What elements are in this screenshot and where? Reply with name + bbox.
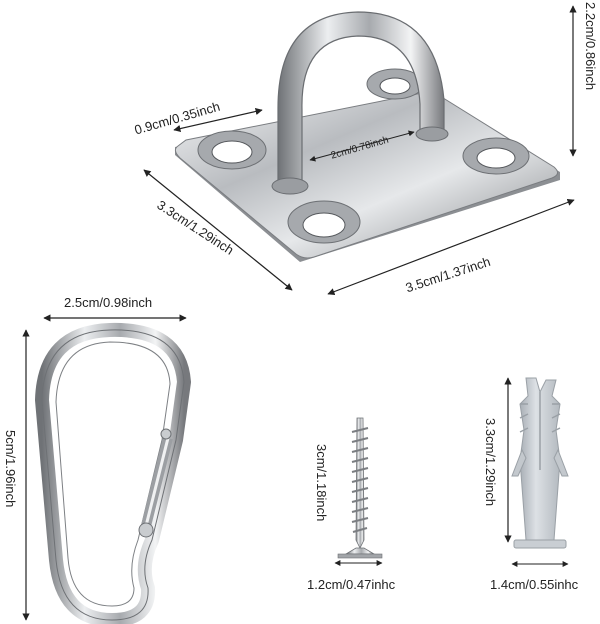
plate-depth-arrow (143, 169, 293, 291)
plate-hole-front (287, 200, 361, 244)
plate-hole-left (197, 130, 267, 170)
eye-height-label: 2.2cm/0.86inch (583, 2, 598, 91)
anchor-width-label: 1.4cm/0.55inhc (490, 577, 579, 592)
bolt-width-arrow (173, 107, 263, 133)
eye-plate (174, 11, 560, 262)
hook-width-label: 2.5cm/0.98inch (64, 295, 153, 310)
screw-length-label: 3cm/1.18inch (314, 444, 329, 522)
screw (337, 417, 383, 559)
carabiner (35, 322, 191, 624)
hook-length-label: 5cm/1.96inch (3, 430, 18, 508)
plate-hole-right (462, 137, 530, 175)
plate-width-arrow (327, 198, 575, 296)
wall-anchor (511, 377, 569, 549)
screw-head-label: 1.2cm/0.47inhc (307, 577, 396, 592)
anchor-length-label: 3.3cm/1.29inch (483, 418, 498, 507)
eye-inner-arrow (309, 130, 415, 162)
